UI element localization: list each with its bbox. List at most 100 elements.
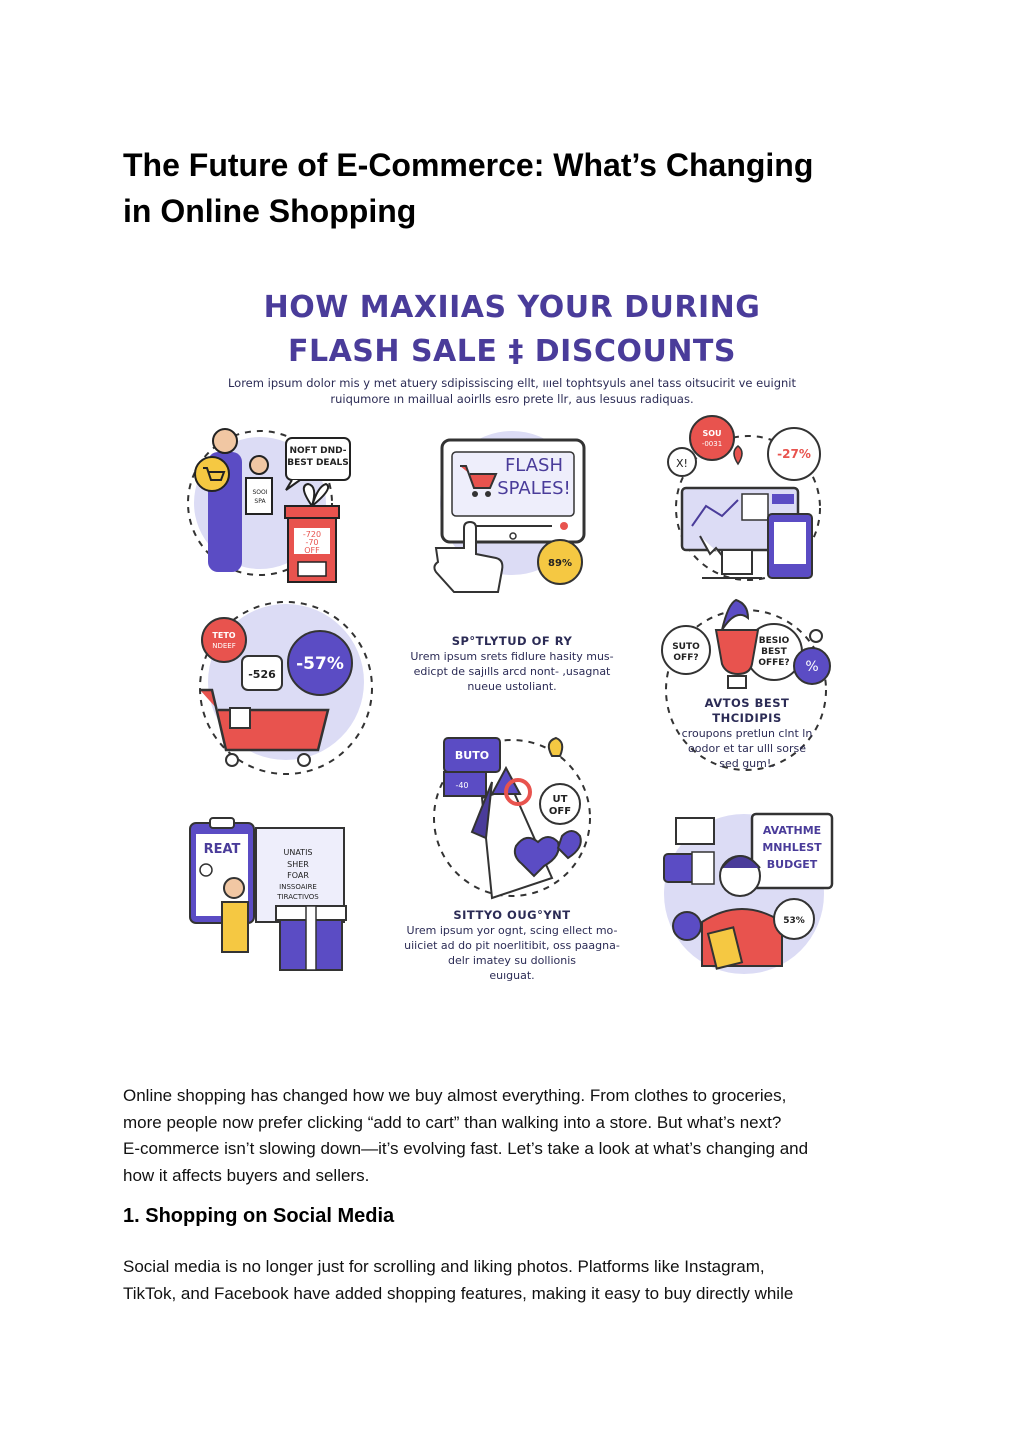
coupons-panel bbox=[661, 598, 831, 771]
trophy-icon bbox=[714, 629, 760, 676]
bottom-text-block: SITTYO OUG°YNT Urem ipsum yor ognt, scin… bbox=[382, 908, 642, 983]
badge-53: 53% bbox=[783, 916, 805, 926]
percent-circle bbox=[773, 898, 815, 940]
budget-line-1: AVATHME bbox=[763, 824, 821, 837]
best-deals-line-1: NOFT DND- bbox=[290, 446, 347, 456]
flash-line-1: FLASH bbox=[505, 455, 563, 476]
sale-bubble bbox=[689, 415, 735, 461]
infographic-subtitle-line-2: ruiqumore ın maillual aoirlls esro prete… bbox=[330, 392, 694, 406]
middle-line-1: Urem ipsum srets fidlure hasity mus- bbox=[410, 650, 614, 663]
page-title-line-1: The Future of E-Commerce: What’s Changin… bbox=[123, 147, 814, 183]
cart-badge-icon bbox=[194, 456, 230, 492]
bottom-line-4: euıguat. bbox=[489, 969, 535, 982]
badge-89: 89% bbox=[548, 558, 572, 569]
intro-line-2: more people now prefer clicking “add to … bbox=[123, 1112, 782, 1132]
infographic: HOW MAXIIAS YOUR DURING FLAЅH SALE ‡ DIS… bbox=[182, 278, 842, 998]
right-line-1: croupons pretlun clnt ln bbox=[681, 727, 813, 740]
infographic-illustrations: NOFT DND- BEST DEALS SOOI SPA -720 -70 O… bbox=[187, 415, 834, 974]
cart-icon bbox=[460, 465, 498, 489]
sou-line-2: -0031 bbox=[702, 440, 722, 448]
middle-heading: SP°TLYTUD OF RY bbox=[451, 634, 573, 648]
tag-buto-label: BUTO bbox=[455, 749, 489, 762]
gift-label-3: OFF bbox=[304, 546, 320, 555]
right-heading: AVTOS BEST THCIDIPIS bbox=[704, 696, 790, 725]
bubble-57: -57% bbox=[296, 654, 344, 674]
infographic-title-line-1: HOW MAXIIAS YOUR DURING bbox=[263, 290, 761, 325]
bubble-27: -27% bbox=[777, 447, 811, 461]
bottom-line-2: uiiciet ad do pit noerlitibit, oss paagn… bbox=[404, 939, 620, 952]
bottom-line-1: Urem ipsum yor ognt, scing ellect mo- bbox=[406, 924, 618, 937]
bottom-heading: SITTYO OUG°YNT bbox=[453, 908, 571, 922]
pointing-hand-icon bbox=[433, 520, 504, 593]
gift-label-2: -70 bbox=[305, 538, 318, 547]
social-line-1: Social media is no longer just for scrol… bbox=[123, 1257, 765, 1276]
scroll-line-5: TIRACTIVOS bbox=[276, 893, 319, 901]
social-line-2: TikTok, and Facebook have added shopping… bbox=[123, 1283, 794, 1303]
tag-40-label: -40 bbox=[455, 781, 468, 790]
suto-bubble bbox=[661, 625, 711, 675]
scroll-line-3: FOAR bbox=[287, 871, 309, 880]
flash-line-2: SPALES! bbox=[497, 478, 571, 499]
clipboard-title: REAT bbox=[204, 842, 241, 857]
social-media-paragraph: Social media is no longer just for scrol… bbox=[123, 1254, 903, 1307]
small-tag-line-2: SPA bbox=[254, 498, 266, 505]
dashboard-panel bbox=[667, 415, 821, 581]
gift-label-1: -720 bbox=[303, 530, 321, 539]
right-line-3: sed gum!. bbox=[719, 757, 775, 770]
hearts-icon bbox=[513, 836, 560, 878]
besio-line-1: BESIO bbox=[759, 636, 790, 646]
middle-text-block: SP°TLYTUD OF RY Urem ipsum srets fidlure… bbox=[402, 634, 622, 694]
middle-line-2: edicpt de sajılls arcd nont- ,usagnat bbox=[413, 665, 611, 678]
discount-badge-icon bbox=[537, 539, 583, 585]
suto-line-1: SUTO bbox=[672, 642, 700, 652]
intro-paragraph: Online shopping has changed how we buy a… bbox=[123, 1083, 903, 1189]
flash-sale-panel bbox=[433, 431, 586, 593]
bubble-x: X! bbox=[676, 457, 688, 470]
scroll-line-1: UNATIS bbox=[283, 848, 312, 857]
pin-icon bbox=[547, 736, 564, 757]
best-deals-bubble bbox=[285, 437, 351, 481]
budget-panel bbox=[663, 812, 834, 974]
budget-line-2: MNHLEST bbox=[762, 841, 822, 854]
suto-line-2: OFF? bbox=[673, 653, 698, 663]
intro-line-4: how it affects buyers and sellers. bbox=[123, 1165, 370, 1185]
person-figure-2 bbox=[221, 901, 249, 953]
teto-line-1: TETO bbox=[212, 631, 235, 640]
right-text-block: AVTOS BEST THCIDIPIS croupons pretlun cl… bbox=[670, 696, 824, 771]
percent-badge-icon bbox=[793, 647, 831, 685]
infographic-subtitle-line-1: Lorem ipsum dolor mis y met atuery sdipi… bbox=[227, 376, 797, 390]
tag-526: -526 bbox=[248, 668, 276, 681]
besio-line-2: BEST bbox=[761, 647, 787, 657]
tags-panel bbox=[433, 736, 591, 900]
intro-line-1: Online shopping has changed how we buy a… bbox=[123, 1086, 787, 1105]
percent-icon: % bbox=[805, 659, 818, 675]
teto-line-2: NDEEF bbox=[212, 642, 236, 650]
shoppers-panel bbox=[187, 428, 351, 583]
clipboard-panel bbox=[189, 817, 347, 971]
middle-line-3: nueue ustoliant. bbox=[467, 680, 557, 693]
page-title-line-2: in Online Shopping bbox=[123, 193, 417, 229]
right-line-2: oodor et tar ulll sorse bbox=[688, 742, 806, 755]
besio-line-3: OFFE? bbox=[758, 658, 789, 668]
cart-discount-panel bbox=[199, 601, 373, 775]
page-title: The Future of E-Commerce: What’s Changin… bbox=[123, 142, 913, 234]
infographic-title-line-2: FLAЅH SALE ‡ DISCOUNTS bbox=[287, 334, 737, 369]
bottom-line-3: delr imatey su dollionis bbox=[448, 954, 576, 967]
shield-icon bbox=[672, 911, 702, 941]
location-pin-icon bbox=[733, 445, 743, 466]
ut-line-1: UT bbox=[553, 794, 568, 805]
budget-line-3: BUDGET bbox=[767, 858, 818, 871]
small-monitor-icon bbox=[675, 817, 715, 845]
best-deals-line-2: BEST DEALS bbox=[287, 458, 349, 468]
intro-line-3: E-commerce isn’t slowing down—it’s evolv… bbox=[123, 1139, 809, 1158]
ut-off-bubble bbox=[539, 783, 581, 825]
small-tag-line-1: SOOI bbox=[252, 489, 267, 496]
discount-circle bbox=[287, 630, 353, 696]
teto-bubble bbox=[201, 617, 247, 663]
budget-sign bbox=[750, 812, 834, 890]
shopping-cart-icon bbox=[200, 688, 330, 752]
section-heading-social-media: 1. Shopping on Social Media bbox=[123, 1205, 395, 1227]
scroll-line-2: SHER bbox=[287, 860, 309, 869]
scroll-line-4: INSSOAIRE bbox=[279, 883, 317, 891]
sou-line-1: SOU bbox=[702, 429, 721, 438]
